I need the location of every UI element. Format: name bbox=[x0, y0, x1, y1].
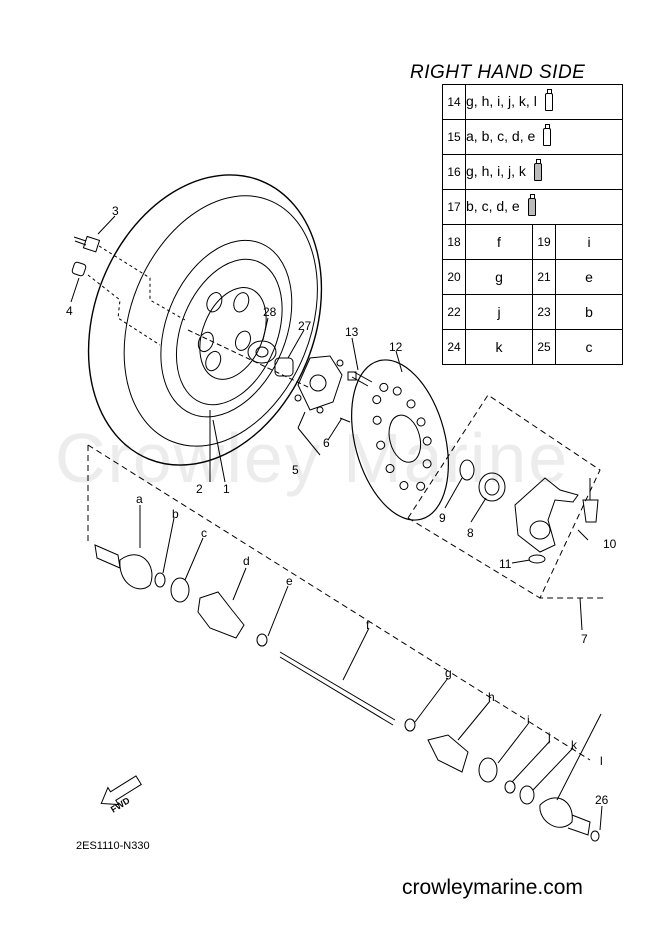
part-label-12: 12 bbox=[389, 340, 403, 354]
legend-num: 25 bbox=[532, 329, 556, 365]
legend-num: 19 bbox=[532, 224, 556, 260]
legend-value: e bbox=[555, 259, 623, 295]
part-label-9: 9 bbox=[439, 511, 446, 525]
part-label-l: l bbox=[600, 754, 603, 768]
watermark: Crowley Marine bbox=[55, 419, 570, 497]
part-label-13: 13 bbox=[345, 325, 359, 339]
grease-tube-icon bbox=[543, 124, 552, 147]
legend-value: b bbox=[555, 294, 623, 330]
part-label-5: 5 bbox=[292, 463, 299, 477]
legend-value: i bbox=[555, 224, 623, 260]
legend-num: 21 bbox=[532, 259, 556, 295]
legend-num: 24 bbox=[442, 329, 466, 365]
part-label-2: 2 bbox=[196, 482, 203, 496]
part-label-i: i bbox=[527, 713, 530, 727]
legend-num: 18 bbox=[442, 224, 466, 260]
part-label-7: 7 bbox=[581, 632, 588, 646]
part-label-3: 3 bbox=[112, 204, 119, 218]
legend-parts: g, h, i, j, k, l bbox=[465, 84, 623, 120]
legend-row: 22 j 23 b bbox=[442, 294, 623, 330]
fwd-arrow bbox=[100, 775, 142, 806]
legend-row: 18 f 19 i bbox=[442, 224, 623, 260]
part-label-27: 27 bbox=[298, 319, 312, 333]
part-label-1: 1 bbox=[223, 482, 230, 496]
legend-num: 23 bbox=[532, 294, 556, 330]
legend-parts-text: g, h, i, j, k bbox=[466, 162, 526, 179]
legend-num: 22 bbox=[442, 294, 466, 330]
legend-num: 14 bbox=[442, 84, 466, 120]
grease-tube-icon bbox=[544, 89, 553, 112]
brake-disc bbox=[351, 359, 449, 521]
legend-value: j bbox=[465, 294, 533, 330]
part-label-f: f bbox=[366, 618, 370, 632]
legend-row: 24 k 25 c bbox=[442, 329, 623, 365]
part-label-d: d bbox=[243, 554, 250, 568]
legend-row: 17 b, c, d, e bbox=[442, 189, 623, 225]
grease-tube-icon bbox=[533, 159, 542, 182]
legend-parts-text: a, b, c, d, e bbox=[466, 127, 536, 144]
legend-parts: a, b, c, d, e bbox=[465, 119, 623, 155]
legend-row: 16 g, h, i, j, k bbox=[442, 154, 623, 190]
legend-row: 14 g, h, i, j, k, l bbox=[442, 84, 623, 120]
part-label-j: j bbox=[548, 730, 551, 744]
legend-parts: b, c, d, e bbox=[465, 189, 623, 225]
grease-tube-icon bbox=[527, 194, 536, 217]
legend-value: f bbox=[465, 224, 533, 260]
legend-table: 14 g, h, i, j, k, l 15 a, b, c, d, e 16 … bbox=[442, 84, 623, 365]
legend-num: 17 bbox=[442, 189, 466, 225]
part-label-h: h bbox=[488, 690, 495, 704]
valve-stem bbox=[71, 235, 101, 277]
legend-parts-text: g, h, i, j, k, l bbox=[466, 92, 537, 109]
part-label-11: 11 bbox=[499, 557, 512, 571]
part-label-8: 8 bbox=[467, 526, 474, 540]
tire bbox=[87, 174, 323, 466]
legend-value: c bbox=[555, 329, 623, 365]
page-title: RIGHT HAND SIDE bbox=[410, 62, 586, 83]
part-label-28: 28 bbox=[263, 305, 277, 319]
legend-value: g bbox=[465, 259, 533, 295]
part-label-e: e bbox=[286, 574, 293, 588]
website-link[interactable]: crowleymarine.com bbox=[402, 876, 583, 899]
legend-row: 20 g 21 e bbox=[442, 259, 623, 295]
legend-num: 20 bbox=[442, 259, 466, 295]
legend-parts: g, h, i, j, k bbox=[465, 154, 623, 190]
part-label-4: 4 bbox=[66, 304, 73, 318]
part-label-a: a bbox=[136, 492, 143, 506]
part-label-6: 6 bbox=[323, 436, 330, 450]
part-label-k: k bbox=[571, 738, 577, 752]
legend-value: k bbox=[465, 329, 533, 365]
diagram-code: 2ES1110-N330 bbox=[76, 840, 150, 852]
part-label-10: 10 bbox=[603, 537, 617, 551]
part-label-g: g bbox=[445, 666, 452, 680]
part-label-26: 26 bbox=[595, 793, 609, 807]
part-label-c: c bbox=[201, 526, 207, 540]
part-label-b: b bbox=[172, 507, 179, 521]
legend-num: 15 bbox=[442, 119, 466, 155]
legend-row: 15 a, b, c, d, e bbox=[442, 119, 623, 155]
legend-num: 16 bbox=[442, 154, 466, 190]
legend-parts-text: b, c, d, e bbox=[466, 197, 520, 214]
